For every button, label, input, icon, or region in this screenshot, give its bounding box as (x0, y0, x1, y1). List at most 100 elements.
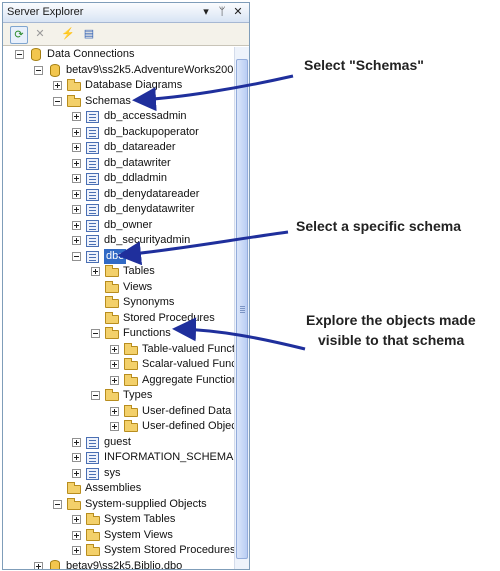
tree-node-label: db_securityadmin (104, 234, 191, 246)
tree-node-label: db_owner (104, 218, 153, 231)
refresh-icon[interactable]: ⟳ (10, 26, 28, 44)
tree-node[interactable]: betav9\ss2k5.Biblio.dbo (3, 559, 233, 569)
tree-node[interactable]: betav9\ss2k5.AdventureWorks200 (3, 63, 233, 79)
expand-icon[interactable] (110, 375, 119, 385)
folder-icon (66, 497, 82, 512)
collapse-icon[interactable] (53, 96, 62, 106)
collapse-icon[interactable] (53, 499, 62, 509)
connect-server-icon[interactable]: ▤ (83, 28, 95, 40)
collapse-icon[interactable] (91, 391, 100, 400)
expand-icon[interactable] (110, 344, 119, 354)
add-connection-icon[interactable]: ⚡ (61, 28, 75, 40)
scrollbar-thumb[interactable] (236, 59, 248, 559)
expand-icon[interactable] (72, 220, 81, 230)
expand-icon[interactable] (110, 360, 119, 369)
tree-node[interactable]: sys (3, 466, 233, 482)
tree-node[interactable]: Data Connections (3, 47, 233, 63)
expand-icon[interactable] (72, 546, 81, 555)
tree-node[interactable]: guest (3, 435, 233, 451)
expand-icon[interactable] (91, 267, 100, 276)
dropdown-icon[interactable]: ▾ (203, 6, 209, 18)
folder-icon (123, 358, 139, 372)
expand-icon[interactable] (72, 158, 81, 168)
schema-icon (85, 188, 101, 202)
tree-node-label: Assemblies (85, 482, 142, 494)
expand-icon[interactable] (72, 127, 81, 137)
stop-icon[interactable]: ✕ (35, 28, 45, 40)
callout-explore-line-2: visible to that schema (318, 332, 465, 348)
collapse-icon[interactable] (72, 251, 81, 261)
tree-node[interactable]: db_securityadmin (3, 233, 233, 249)
tree-node[interactable]: INFORMATION_SCHEMA (3, 450, 233, 466)
tree-node[interactable]: db_owner (3, 218, 233, 234)
tree-node-label: System Tables (104, 513, 176, 525)
tree-node-label: Functions (123, 327, 171, 339)
folder-icon (123, 420, 139, 434)
tree-node[interactable]: db_datareader (3, 140, 233, 156)
pin-icon[interactable]: ᛘ (218, 6, 226, 18)
tree-node[interactable]: System Tables (3, 512, 233, 528)
folder-icon (104, 327, 120, 341)
tree-node-label: db_denydatawriter (104, 203, 195, 215)
tree-node[interactable]: db_ddladmin (3, 171, 233, 187)
expand-icon[interactable] (72, 205, 81, 214)
tree-node[interactable]: System Stored Procedures (3, 543, 236, 559)
expand-icon[interactable] (72, 112, 81, 121)
tree-node[interactable]: System Views (3, 528, 233, 544)
tree-node-label: Stored Procedures (123, 311, 215, 324)
expand-icon[interactable] (110, 422, 119, 431)
schema-icon (85, 234, 101, 248)
tree-node[interactable]: Assemblies (3, 481, 233, 497)
tree-node[interactable]: Table-valued Funct (3, 342, 235, 358)
tree-node[interactable]: Tables (3, 264, 233, 280)
tree-node[interactable]: Database Diagrams (3, 78, 233, 94)
collapse-icon[interactable] (15, 50, 24, 59)
folder-icon (66, 79, 82, 93)
collapse-icon[interactable] (34, 65, 43, 75)
expand-icon[interactable] (72, 174, 81, 183)
tree-node[interactable]: db_datawriter (3, 156, 233, 172)
tree-node-label: guest (104, 435, 131, 448)
expand-icon[interactable] (72, 515, 81, 524)
collapse-icon[interactable] (91, 329, 100, 338)
tree-node[interactable]: Schemas (3, 94, 233, 110)
tree-node[interactable]: Views (3, 280, 233, 296)
expand-icon[interactable] (72, 468, 81, 478)
scrollbar-grip (240, 306, 245, 307)
tree-node-label: db_datawriter (104, 156, 171, 169)
tree-node[interactable]: Aggregate Function (3, 373, 238, 389)
tree-node-label: Table-valued Funct (142, 342, 235, 355)
tree-node[interactable]: User-defined Objec (3, 419, 237, 435)
tree-node[interactable]: User-defined Data (3, 404, 233, 420)
expand-icon[interactable] (72, 453, 81, 462)
vertical-scrollbar[interactable] (234, 47, 249, 569)
tree-node[interactable]: Types (3, 388, 233, 404)
tree-node[interactable]: dbo (3, 248, 233, 265)
callout-select-schemas: Select "Schemas" (304, 57, 424, 73)
expand-icon[interactable] (53, 81, 62, 90)
tree-node[interactable]: System-supplied Objects (3, 497, 233, 513)
expand-icon[interactable] (110, 406, 119, 416)
expand-icon[interactable] (72, 143, 81, 152)
tree-node[interactable]: db_denydatawriter (3, 202, 233, 218)
tree-node-label: User-defined Data (142, 404, 232, 417)
folder-icon (123, 373, 139, 388)
folder-icon (104, 296, 120, 310)
tree-node-label: db_backupoperator (104, 125, 199, 138)
tree-node[interactable]: db_backupoperator (3, 125, 233, 141)
tree-node[interactable]: db_denydatareader (3, 187, 233, 203)
tree-node[interactable]: Functions (3, 326, 233, 342)
expand-icon[interactable] (72, 236, 81, 245)
expand-icon[interactable] (72, 530, 81, 540)
tree-node[interactable]: Synonyms (3, 295, 233, 311)
tree-node[interactable]: Scalar-valued Func (3, 357, 237, 373)
tree-node[interactable]: Stored Procedures (3, 311, 233, 327)
tree-node[interactable]: db_accessadmin (3, 109, 233, 125)
expand-icon[interactable] (34, 561, 43, 569)
folder-icon (85, 528, 101, 543)
expand-icon[interactable] (72, 189, 81, 199)
expand-icon[interactable] (72, 437, 81, 447)
close-icon[interactable]: ✕ (233, 6, 243, 18)
folder-icon (104, 280, 120, 295)
tree-node-label: System Stored Procedures (104, 544, 236, 556)
